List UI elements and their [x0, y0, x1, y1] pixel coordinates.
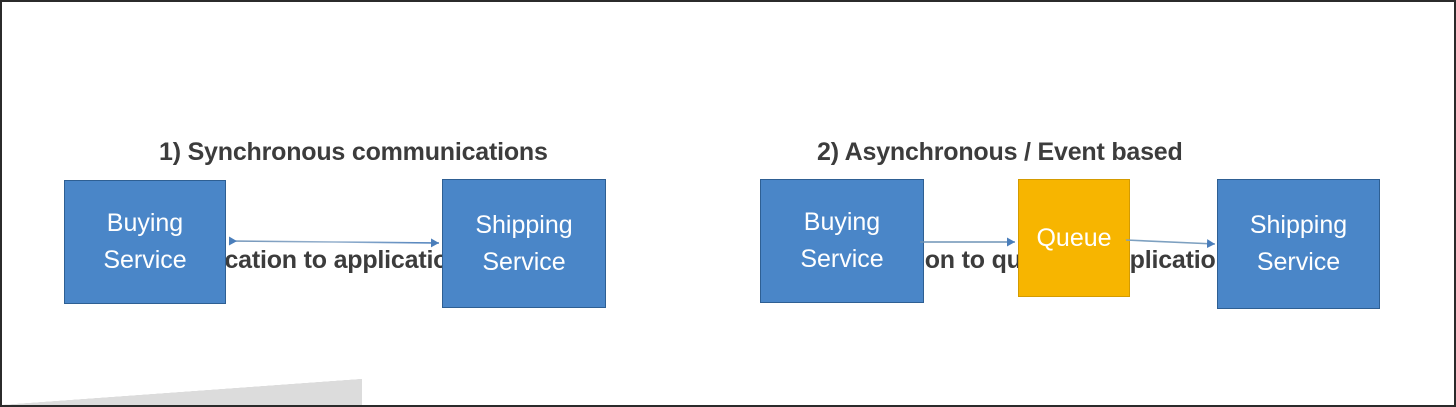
node-shipping-service-async[interactable]: Shipping Service: [1217, 179, 1380, 309]
panel-title-line-1: 1) Synchronous communications: [159, 138, 548, 166]
node-queue[interactable]: Queue: [1018, 179, 1130, 297]
node-label-line-1: Shipping: [1249, 211, 1348, 239]
panel-title-synchronous: 1) Synchronous communications (applicati…: [159, 62, 548, 350]
node-buying-service-sync[interactable]: Buying Service: [64, 180, 226, 304]
panel-title-line-1: 2) Asynchronous / Event based: [817, 138, 1183, 166]
node-label-line-1: Shipping: [475, 210, 573, 239]
node-buying-service-async[interactable]: Buying Service: [760, 179, 924, 303]
node-label-line-2: Service: [103, 246, 187, 274]
node-shipping-service-sync[interactable]: Shipping Service: [442, 179, 606, 308]
node-label-line-1: Queue: [1036, 223, 1112, 252]
node-label-line-2: Service: [800, 245, 884, 273]
connector-arrow-buying-to-queue: [920, 237, 1015, 247]
panel-title-asynchronous: 2) Asynchronous / Event based (applicati…: [817, 62, 1239, 350]
connector-arrow-queue-to-shipping: [1125, 239, 1216, 249]
node-label-line-2: Service: [1256, 248, 1341, 276]
node-label-line-1: Buying: [803, 208, 881, 236]
node-label-line-2: Service: [482, 247, 566, 276]
slide-corner-shadow: [2, 379, 362, 405]
node-label-line-1: Buying: [106, 209, 184, 237]
connector-bidirectional-arrow-sync: [228, 236, 440, 248]
